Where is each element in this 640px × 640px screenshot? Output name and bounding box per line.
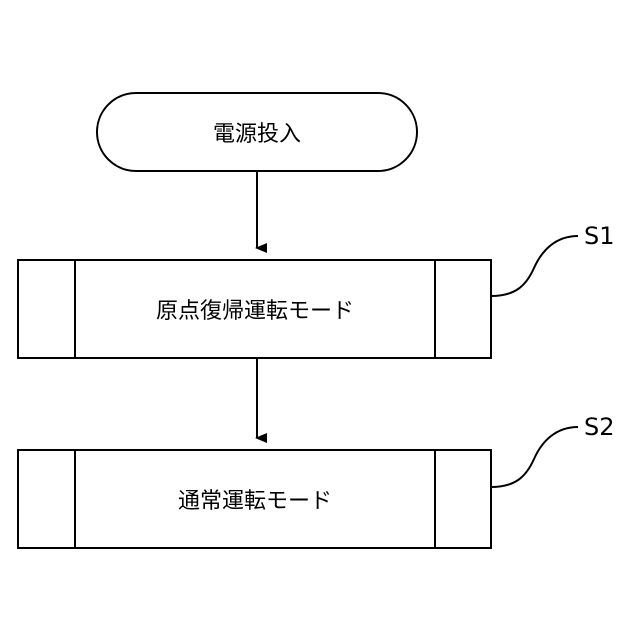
start-terminator-label: 電源投入 [213,122,301,147]
step-label-s1: S1 [584,222,615,250]
process-box-s2: 通常運転モード [18,450,491,548]
start-terminator: 電源投入 [97,93,417,171]
process-label-s2: 通常運転モード [178,489,332,514]
process-label-s1: 原点復帰運転モード [156,299,354,324]
leader-line-s2 [491,427,578,487]
leader-line-s1 [491,236,578,296]
process-box-s1: 原点復帰運転モード [18,260,491,358]
step-label-s2: S2 [584,413,615,441]
